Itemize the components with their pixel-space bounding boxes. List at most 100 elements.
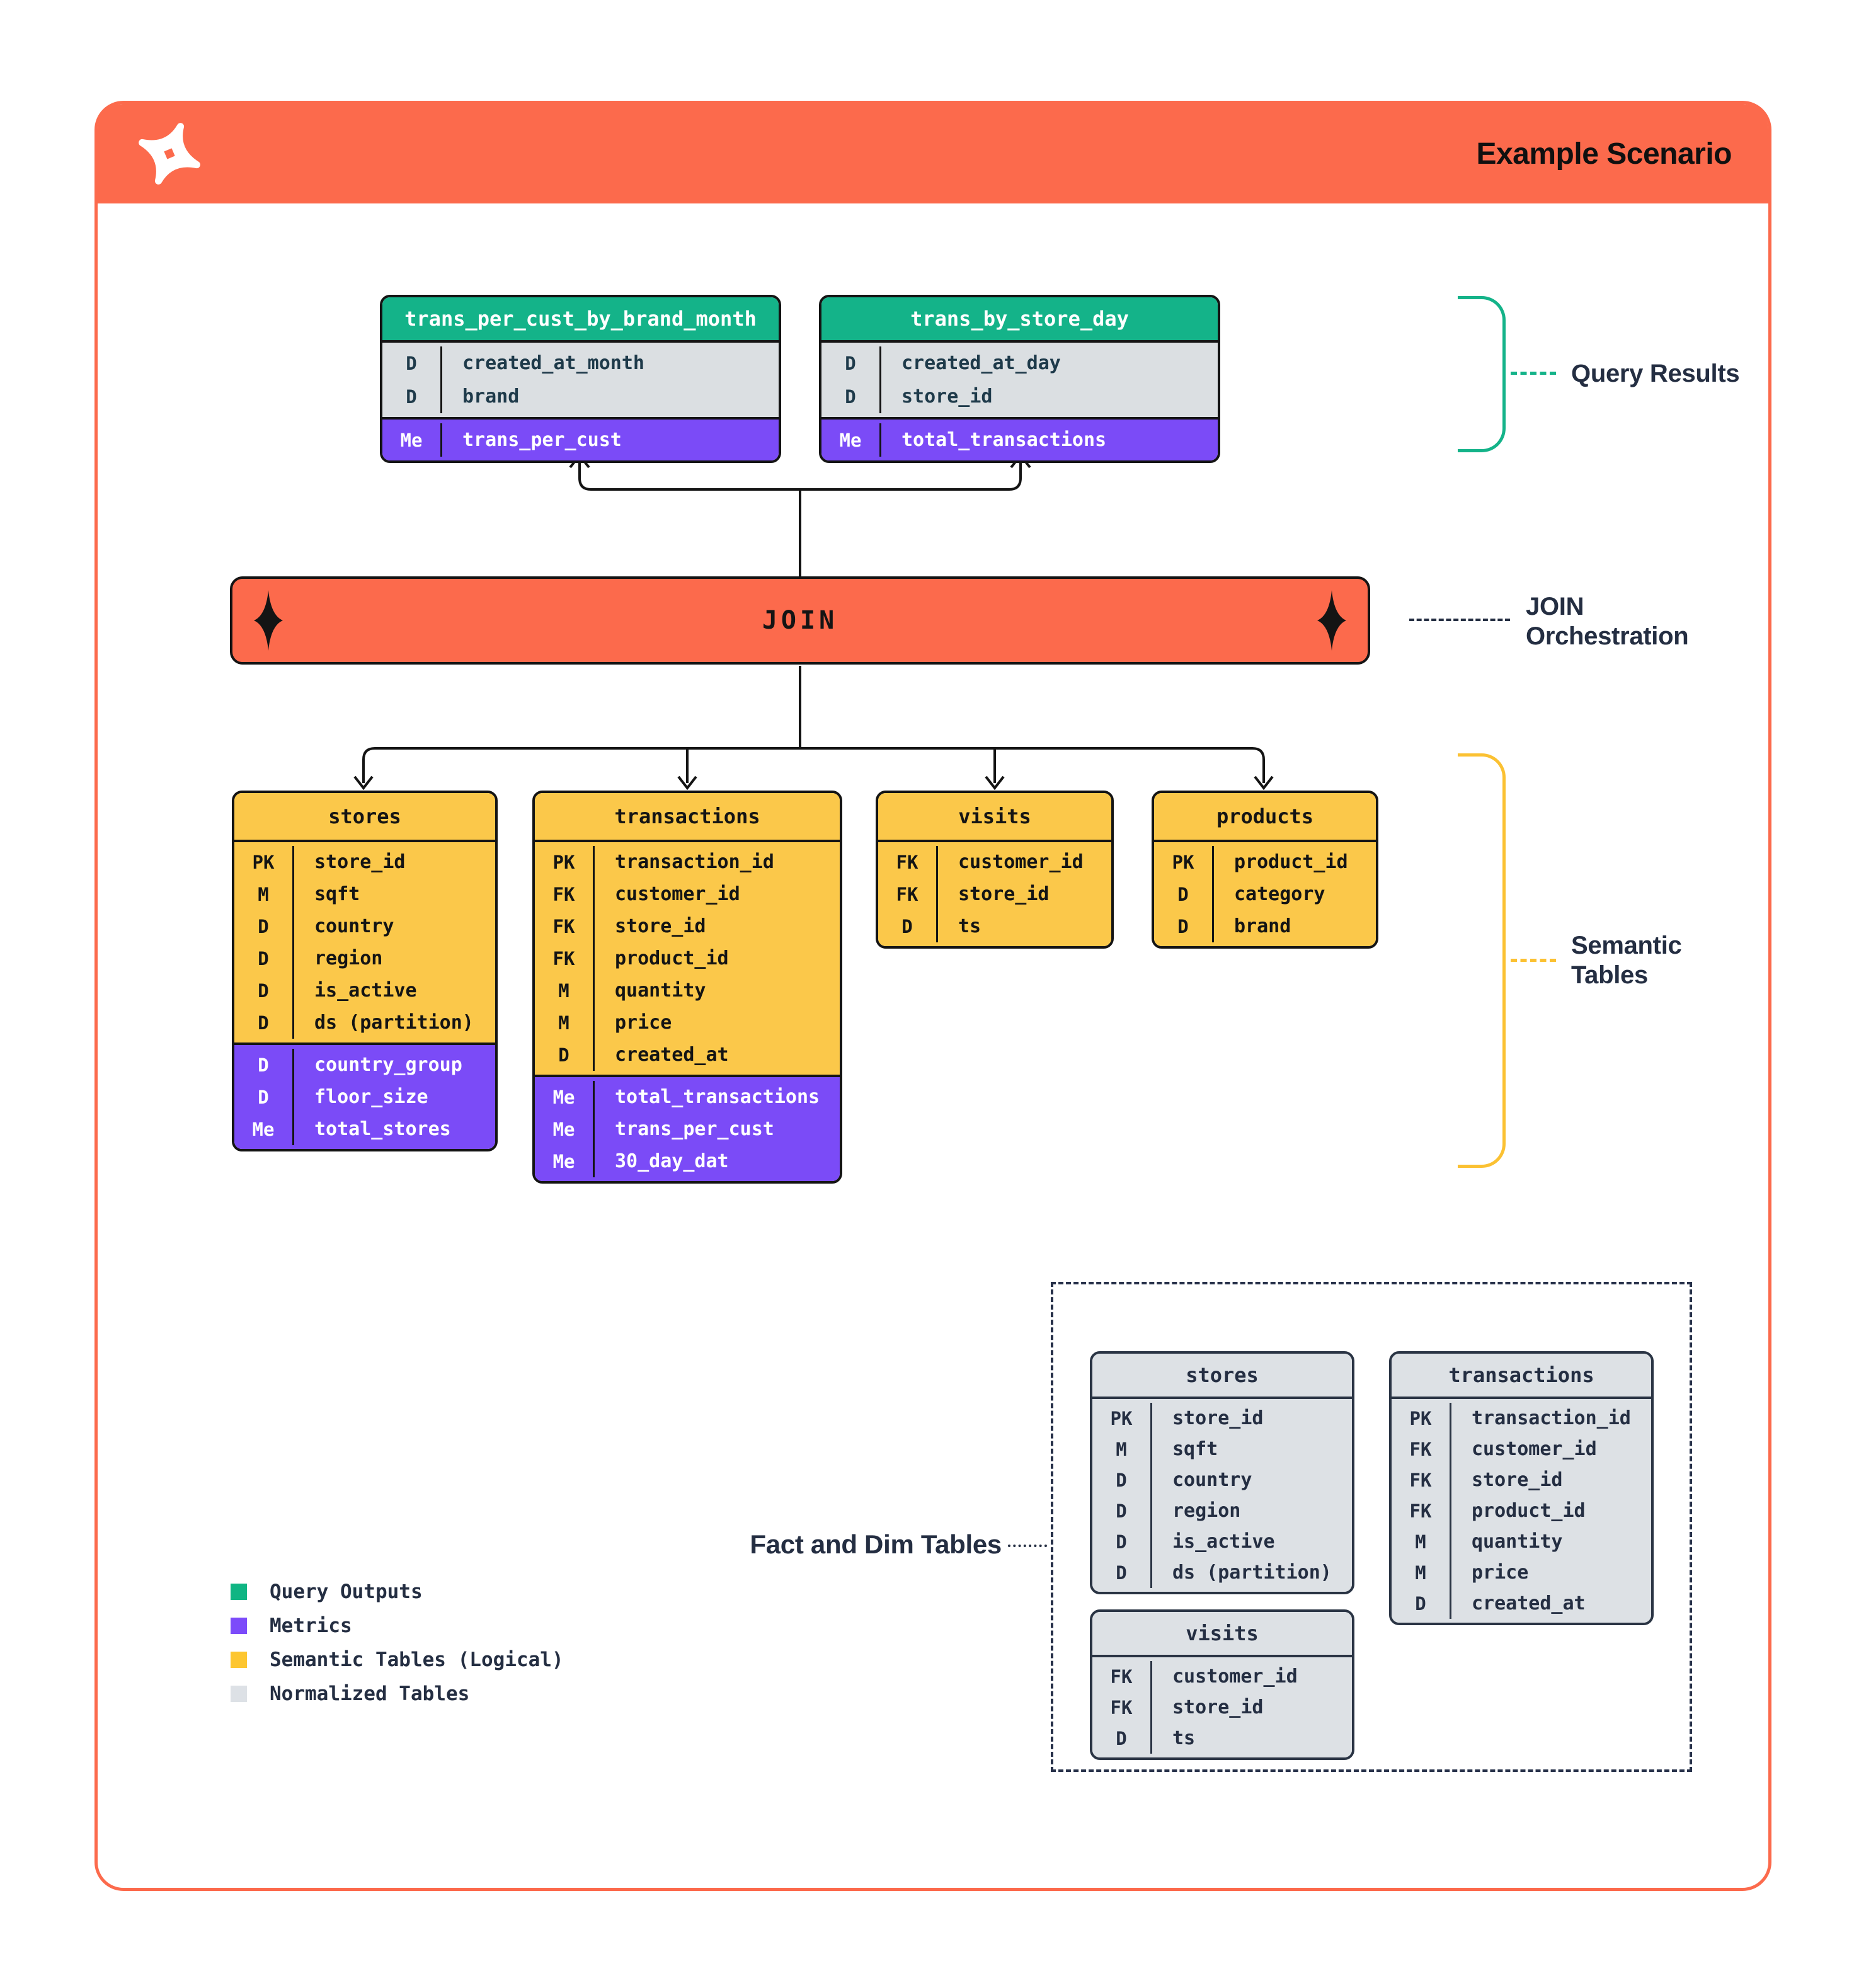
row-field: category <box>1234 883 1325 905</box>
row-field: store_id <box>314 851 406 873</box>
row-field: ds (partition) <box>1172 1562 1332 1584</box>
row-key: D <box>234 1007 294 1039</box>
row-key: D <box>1154 910 1214 942</box>
row-field: country <box>314 915 394 937</box>
table-header: transactions <box>535 793 840 842</box>
row-field: store_id <box>1172 1696 1264 1718</box>
join-orchestration-label: JOIN Orchestration <box>1526 593 1689 650</box>
row-field: quantity <box>615 980 706 1002</box>
row-key: D <box>535 1039 595 1071</box>
sparkle-icon <box>254 590 283 651</box>
row-key: FK <box>878 878 938 910</box>
row-key: D <box>234 1049 294 1081</box>
row-field: sqft <box>314 883 360 905</box>
table-header: visits <box>1092 1612 1352 1657</box>
row-key: D <box>821 346 881 380</box>
row-key: PK <box>535 846 595 878</box>
row-key: FK <box>535 910 595 942</box>
row-key: M <box>1392 1526 1451 1557</box>
legend-swatch <box>231 1618 247 1634</box>
row-key: PK <box>234 846 294 878</box>
row-key: D <box>821 380 881 413</box>
semantic-tables-bracket <box>1458 753 1506 1168</box>
row-field: store_id <box>615 915 706 937</box>
row-key: D <box>1392 1588 1451 1619</box>
row-field: sqft <box>1172 1438 1218 1460</box>
row-key: FK <box>535 878 595 910</box>
row-key: M <box>1392 1557 1451 1588</box>
join-bar: JOIN <box>230 576 1370 665</box>
legend-swatch <box>231 1652 247 1668</box>
row-field: store_id <box>1472 1469 1563 1491</box>
row-key: M <box>535 1007 595 1039</box>
row-key: FK <box>1392 1465 1451 1495</box>
row-field: product_id <box>615 947 729 969</box>
row-key: PK <box>1092 1403 1152 1434</box>
row-key: FK <box>1092 1661 1152 1692</box>
row-key: D <box>382 380 442 413</box>
row-key: M <box>535 974 595 1007</box>
sparkle-icon <box>1317 590 1346 651</box>
semantic-tables-label: Semantic Tables <box>1571 932 1682 989</box>
row-field: floor_size <box>314 1086 428 1108</box>
legend-swatch <box>231 1584 247 1600</box>
query-results-bracket <box>1458 296 1506 452</box>
row-field: created_at <box>1472 1592 1586 1614</box>
row-key: D <box>382 346 442 380</box>
row-key: D <box>1092 1723 1152 1754</box>
row-key: M <box>234 878 294 910</box>
row-field: product_id <box>1234 851 1348 873</box>
row-key: PK <box>1154 846 1214 878</box>
pinwheel-star-logo <box>139 123 200 185</box>
row-field: quantity <box>1472 1531 1563 1553</box>
row-field: created_at_day <box>901 352 1061 374</box>
row-key: PK <box>1392 1403 1451 1434</box>
legend-item: Metrics <box>231 1616 564 1636</box>
row-field: customer_id <box>1172 1665 1298 1688</box>
row-key: Me <box>535 1081 595 1113</box>
row-key: D <box>1092 1465 1152 1495</box>
row-field: region <box>1172 1500 1241 1522</box>
row-key: D <box>234 910 294 942</box>
table-header: products <box>1154 793 1376 842</box>
semantic-tables-connector <box>1511 959 1556 962</box>
table-header: trans_by_store_day <box>821 297 1218 343</box>
row-field: created_at <box>615 1044 729 1066</box>
row-field: trans_per_cust <box>615 1118 774 1140</box>
row-key: Me <box>821 423 881 457</box>
normalized-tables-box <box>1051 1282 1692 1772</box>
row-field: customer_id <box>1472 1438 1597 1460</box>
row-key: M <box>1092 1434 1152 1465</box>
